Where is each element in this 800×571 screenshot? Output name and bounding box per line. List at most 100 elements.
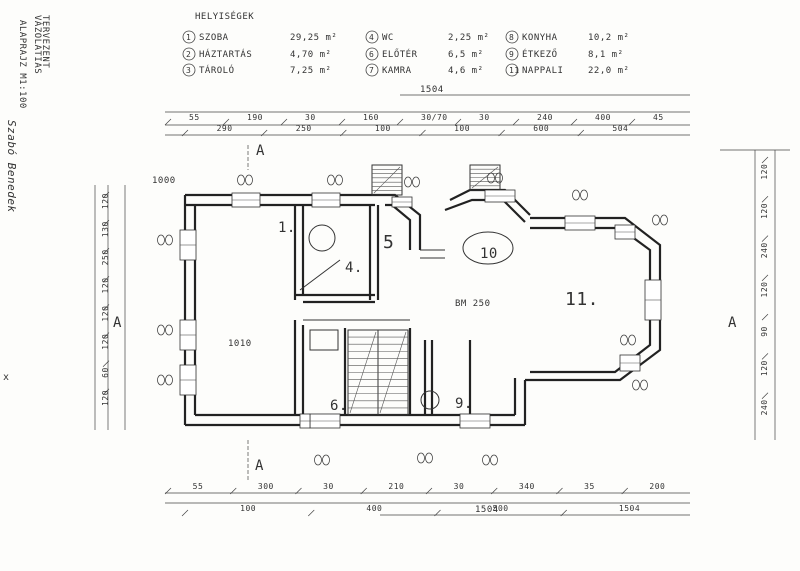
callout-bubble <box>490 454 498 466</box>
legend-room-area: 7,25 m² <box>290 66 331 76</box>
signature-block: Szabó Benedek <box>5 120 18 213</box>
section-a-left: A <box>113 315 122 331</box>
legend-room-num: 7 <box>369 66 374 75</box>
dimension-label: 30 <box>479 113 490 122</box>
legend-room-name: ELŐTÉR <box>382 48 418 60</box>
callout-bubble <box>640 379 648 391</box>
staircase-top-left <box>371 164 403 196</box>
dimension-label: 1504 <box>619 504 640 513</box>
legend-room-area: 8,1 m² <box>588 50 624 60</box>
legend-room-area: 10,2 m² <box>588 33 629 43</box>
left-height-dim: 1000 <box>152 176 176 186</box>
legend-room-area: 2,25 m² <box>448 33 489 43</box>
callout-bubble <box>620 334 628 346</box>
legend-room-num: 1 <box>186 33 191 42</box>
dimension-label: 240 <box>537 113 553 122</box>
dimension-label: 160 <box>363 113 379 122</box>
title-line1: VÁZOLATIAS <box>32 15 44 74</box>
callout-bubble <box>237 174 245 186</box>
dimension-label: 250 <box>101 249 110 265</box>
furniture <box>299 224 514 410</box>
room-label-1: 1. <box>278 220 296 236</box>
dimension-label: 200 <box>649 482 665 491</box>
callout-bubble <box>487 172 495 184</box>
section-marker-top: A <box>247 143 265 170</box>
dimension-label: 90 <box>760 326 769 337</box>
legend-room-area: 4,6 m² <box>448 66 484 76</box>
legend-room-name: NAPPALI <box>522 66 563 76</box>
room-labels: 1. 4. 5 10 11. 6. 9. 1010 BM 250 <box>228 220 599 414</box>
callout-bubble <box>412 176 420 188</box>
callout-bubble <box>157 324 165 336</box>
corridor-label: 1010 <box>228 339 252 349</box>
section-marker-right: A <box>728 315 737 331</box>
dimension-label: 120 <box>101 334 110 350</box>
dimension-label: 290 <box>217 124 233 133</box>
section-a-top: A <box>256 143 265 159</box>
legend-room-name: KAMRA <box>382 66 412 76</box>
callout-bubble <box>580 189 588 201</box>
room-label-11: 11. <box>565 289 599 310</box>
dimension-label: 340 <box>519 482 535 491</box>
legend-num-circle <box>182 30 196 44</box>
legend-room-name: KONYHA <box>522 33 558 43</box>
room-label-9: 9. <box>455 396 473 412</box>
legend-num-circle <box>365 30 379 44</box>
dimension-label: 120 <box>101 193 110 209</box>
dimension-label: 130 <box>101 221 110 237</box>
legend-room-area: 29,25 m² <box>290 33 337 43</box>
legend-room-num: 4 <box>369 33 374 42</box>
dimension-label: 30/70 <box>421 113 448 122</box>
dimension-label: 100 <box>240 504 256 513</box>
dimension-label: 400 <box>366 504 382 513</box>
legend-num-circle <box>505 47 519 61</box>
callout-bubble <box>335 174 343 186</box>
windows <box>179 189 662 429</box>
legend-room-num: 9 <box>509 50 514 59</box>
bottom-total-dim: 1504 <box>475 505 499 515</box>
dimension-label: 120 <box>760 360 769 376</box>
title-line3: ALAPRAJZ M1:100 <box>17 20 27 109</box>
dimension-label: 100 <box>454 124 470 133</box>
dimension-label: 60 <box>101 367 110 378</box>
callout-bubble <box>660 214 668 226</box>
callout-bubble <box>165 374 173 386</box>
callout-bubble <box>157 374 165 386</box>
callout-bubble <box>628 334 636 346</box>
dimension-label: 35 <box>584 482 595 491</box>
room-label-6: 6. <box>330 398 348 414</box>
legend-room-area: 4,70 m² <box>290 50 331 60</box>
left-title-block-2: ALAPRAJZ M1:100 <box>17 20 27 109</box>
callout-bubble <box>482 454 490 466</box>
dimension-label: 55 <box>193 482 204 491</box>
legend-num-circle <box>365 47 379 61</box>
callout-bubble <box>425 452 433 464</box>
dimension-label: 30 <box>454 482 465 491</box>
legend-room-name: WC <box>382 33 394 43</box>
legend-room-name: ÉTKEZŐ <box>522 48 558 60</box>
callout-bubble <box>632 379 640 391</box>
callout-bubble <box>314 454 322 466</box>
signature: Szabó Benedek <box>5 120 18 213</box>
dimension-label: 504 <box>612 124 628 133</box>
dimension-label: 600 <box>533 124 549 133</box>
dimension-label: 30 <box>323 482 334 491</box>
callout-bubble <box>495 172 503 184</box>
callout-bubble <box>652 214 660 226</box>
section-marker-bottom: A <box>247 440 264 480</box>
dimension-label: 300 <box>258 482 274 491</box>
legend-room-num: 6 <box>369 50 374 59</box>
callout-bubble <box>165 324 173 336</box>
dimension-label: 120 <box>760 203 769 219</box>
room-label-4: 4. <box>345 260 363 276</box>
dimension-label: 400 <box>595 113 611 122</box>
room-label-10: 10 <box>480 246 498 262</box>
legend-room-num: 2 <box>186 50 191 59</box>
dimension-label: 120 <box>101 390 110 406</box>
window-callouts <box>157 172 668 466</box>
legend-num-circle <box>365 63 379 77</box>
legend-room-name: TÁROLÓ <box>199 64 235 76</box>
